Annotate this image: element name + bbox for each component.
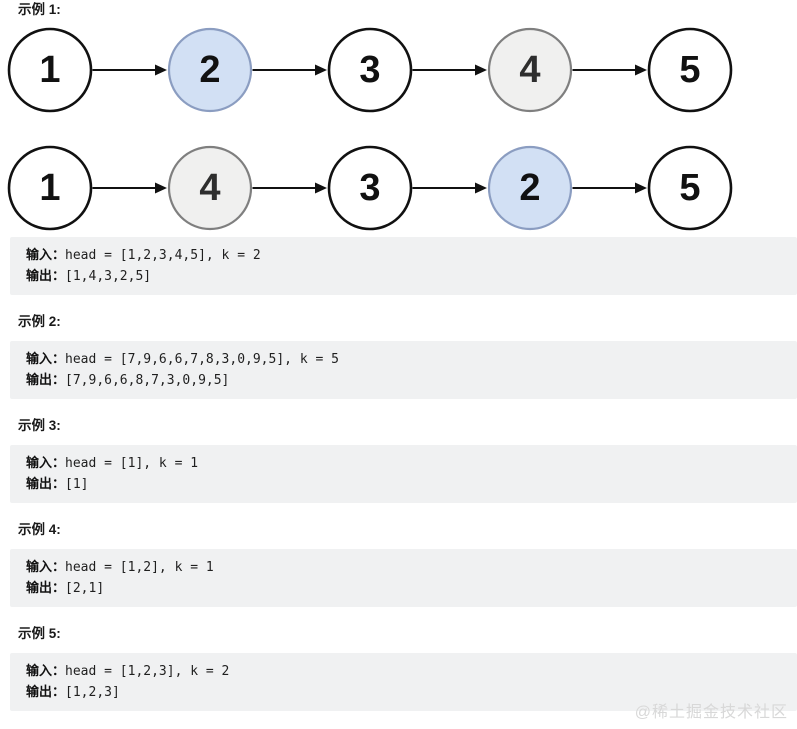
input-line: 输入：head = [7,9,6,6,7,8,3,0,9,5], k = 5	[26, 349, 781, 370]
node-value: 5	[679, 49, 700, 91]
example-title: 示例 4:	[18, 522, 61, 537]
list-node: 3	[327, 27, 413, 113]
list-node: 1	[7, 27, 93, 113]
example-title: 示例 5:	[18, 626, 61, 641]
input-line: 输入：head = [1,2,3,4,5], k = 2	[26, 245, 781, 266]
input-code: head = [1], k = 1	[65, 456, 199, 471]
arrow-icon	[572, 64, 647, 76]
example-section-2: 示例 2: 输入：head = [7,9,6,6,7,8,3,0,9,5], k…	[0, 314, 797, 399]
output-line: 输出：[1,2,3]	[26, 682, 781, 703]
node-value: 4	[519, 49, 540, 91]
list-node: 4	[167, 145, 253, 231]
example-io-block: 输入：head = [1,2], k = 1 输出：[2,1]	[10, 549, 797, 607]
node-value: 3	[359, 49, 380, 91]
output-label: 输出：	[26, 581, 66, 596]
output-code: [7,9,6,6,8,7,3,0,9,5]	[65, 373, 230, 388]
list-node: 5	[647, 27, 733, 113]
node-value: 5	[679, 167, 700, 209]
output-label: 输出：	[26, 269, 66, 284]
example-section-1: 示例 1: 1 2 3 4 5 1 4 3 2 5 输入：head = [1,2,3,4,5], …	[0, 2, 797, 295]
arrow-icon	[252, 182, 327, 194]
input-label: 输入：	[26, 248, 66, 263]
input-code: head = [7,9,6,6,7,8,3,0,9,5], k = 5	[65, 352, 339, 367]
input-label: 输入：	[26, 352, 66, 367]
example-section-4: 示例 4: 输入：head = [1,2], k = 1 输出：[2,1]	[0, 522, 797, 607]
input-line: 输入：head = [1,2,3], k = 2	[26, 661, 781, 682]
output-label: 输出：	[26, 477, 66, 492]
arrow-icon	[412, 64, 487, 76]
list-node: 3	[327, 145, 413, 231]
node-value: 2	[199, 49, 220, 91]
linked-list-diagram: 1 2 3 4 5 1 4 3 2 5	[0, 23, 797, 235]
output-code: [2,1]	[65, 581, 105, 596]
example-io-block: 输入：head = [1,2,3,4,5], k = 2 输出：[1,4,3,2…	[10, 237, 797, 295]
input-label: 输入：	[26, 560, 66, 575]
input-code: head = [1,2,3,4,5], k = 2	[65, 248, 261, 263]
input-label: 输入：	[26, 456, 66, 471]
list-node: 4	[487, 27, 573, 113]
example-io-block: 输入：head = [1], k = 1 输出：[1]	[10, 445, 797, 503]
linked-list-row: 1 4 3 2 5	[7, 145, 733, 231]
watermark: @稀土掘金技术社区	[634, 704, 788, 721]
output-line: 输出：[1]	[26, 474, 781, 495]
example-io-block: 输入：head = [1,2,3], k = 2 输出：[1,2,3]	[10, 653, 797, 711]
example-title: 示例 2:	[18, 314, 61, 329]
arrow-icon	[92, 182, 167, 194]
arrow-icon	[412, 182, 487, 194]
input-line: 输入：head = [1], k = 1	[26, 453, 781, 474]
output-code: [1,4,3,2,5]	[65, 269, 152, 284]
arrow-icon	[572, 182, 647, 194]
example-section-3: 示例 3: 输入：head = [1], k = 1 输出：[1]	[0, 418, 797, 503]
input-code: head = [1,2], k = 1	[65, 560, 214, 575]
list-node: 5	[647, 145, 733, 231]
example-io-block: 输入：head = [7,9,6,6,7,8,3,0,9,5], k = 5 输…	[10, 341, 797, 399]
node-value: 3	[359, 167, 380, 209]
node-value: 4	[199, 167, 220, 209]
node-value: 1	[39, 49, 60, 91]
list-node: 1	[7, 145, 93, 231]
node-value: 2	[519, 167, 540, 209]
example-title: 示例 3:	[18, 418, 61, 433]
node-value: 1	[39, 167, 60, 209]
output-line: 输出：[7,9,6,6,8,7,3,0,9,5]	[26, 370, 781, 391]
linked-list-row: 1 2 3 4 5	[7, 27, 733, 113]
output-label: 输出：	[26, 685, 66, 700]
output-code: [1]	[65, 477, 89, 492]
input-code: head = [1,2,3], k = 2	[65, 664, 230, 679]
output-line: 输出：[1,4,3,2,5]	[26, 266, 781, 287]
list-node: 2	[487, 145, 573, 231]
output-code: [1,2,3]	[65, 685, 120, 700]
output-line: 输出：[2,1]	[26, 578, 781, 599]
input-label: 输入：	[26, 664, 66, 679]
list-node: 2	[167, 27, 253, 113]
example-section-5: 示例 5: 输入：head = [1,2,3], k = 2 输出：[1,2,3…	[0, 626, 797, 711]
input-line: 输入：head = [1,2], k = 1	[26, 557, 781, 578]
example-title: 示例 1:	[18, 2, 61, 17]
output-label: 输出：	[26, 373, 66, 388]
arrow-icon	[92, 64, 167, 76]
arrow-icon	[252, 64, 327, 76]
